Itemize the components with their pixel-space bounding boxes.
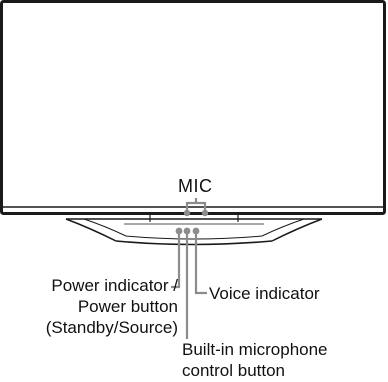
power-label: Power indicator / Power button (Standby/…: [2, 275, 178, 338]
mic-callout: [185, 198, 207, 213]
power-label-line-3: (Standby/Source): [45, 318, 178, 337]
builtin-mic-label-line-1: Built-in microphone: [182, 340, 328, 359]
mic-hole-left: [183, 209, 191, 217]
power-indicator-dot: [175, 227, 183, 235]
tv-screen-frame: [0, 0, 386, 215]
voice-indicator-dot: [192, 227, 200, 235]
power-callout: [171, 231, 181, 289]
builtin-mic-button-dot: [183, 227, 191, 235]
power-label-line-2: Power button: [77, 297, 178, 316]
mic-label: MIC: [178, 176, 213, 196]
voice-callout: [194, 231, 207, 295]
voice-indicator-label: Voice indicator: [209, 284, 320, 303]
power-label-line-1: Power indicator /: [51, 276, 178, 295]
mic-hole-right: [201, 209, 209, 217]
builtin-mic-label: Built-in microphone control button: [182, 339, 328, 381]
tv-stand: [65, 214, 323, 246]
builtin-mic-label-line-2: control button: [182, 361, 286, 380]
